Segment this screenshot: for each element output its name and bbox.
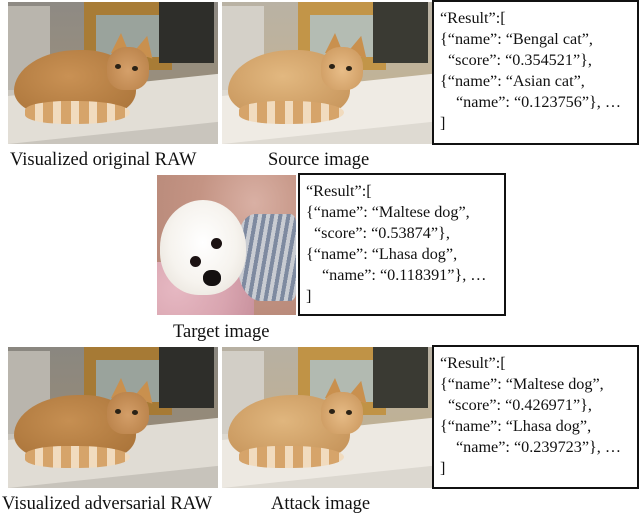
result-footer: ] xyxy=(306,287,312,305)
result-header: “Result”:[ xyxy=(306,182,372,200)
result-line: {“name”: “Asian cat”, xyxy=(440,72,585,90)
target-result-box: “Result”:[ {“name”: “Maltese dog”, “scor… xyxy=(298,173,506,316)
result-footer: ] xyxy=(440,459,446,477)
result-line: “score”: “0.426971”}, xyxy=(448,396,592,414)
result-line: {“name”: “Lhasa dog”, xyxy=(306,245,458,263)
result-line: “name”: “0.118391”}, … xyxy=(322,266,487,284)
caption-source-image: Source image xyxy=(268,150,370,170)
result-line: {“name”: “Lhasa dog”, xyxy=(440,417,592,435)
source-result-box: “Result”:[ {“name”: “Bengal cat”, “score… xyxy=(432,0,639,145)
result-line: “name”: “0.123756”}, … xyxy=(456,93,622,111)
result-header: “Result”:[ xyxy=(440,9,506,27)
source-image xyxy=(222,2,432,144)
result-footer: ] xyxy=(440,114,446,132)
caption-original-raw: Visualized original RAW xyxy=(10,150,197,170)
result-line: “score”: “0.354521”}, xyxy=(448,51,592,69)
result-line: “score”: “0.53874”}, xyxy=(314,224,450,242)
adversarial-raw-image xyxy=(8,347,218,488)
result-line: {“name”: “Maltese dog”, xyxy=(440,375,604,393)
target-image xyxy=(157,175,296,315)
caption-attack-image: Attack image xyxy=(271,494,371,514)
caption-target-image: Target image xyxy=(173,322,270,342)
result-line: {“name”: “Maltese dog”, xyxy=(306,203,470,221)
attack-result-box: “Result”:[ {“name”: “Maltese dog”, “scor… xyxy=(432,345,639,489)
caption-adversarial-raw: Visualized adversarial RAW xyxy=(2,494,213,514)
result-header: “Result”:[ xyxy=(440,354,506,372)
original-raw-image xyxy=(8,2,218,144)
attack-image xyxy=(222,347,432,488)
result-line: “name”: “0.239723”}, … xyxy=(456,438,622,456)
result-line: {“name”: “Bengal cat”, xyxy=(440,30,593,48)
